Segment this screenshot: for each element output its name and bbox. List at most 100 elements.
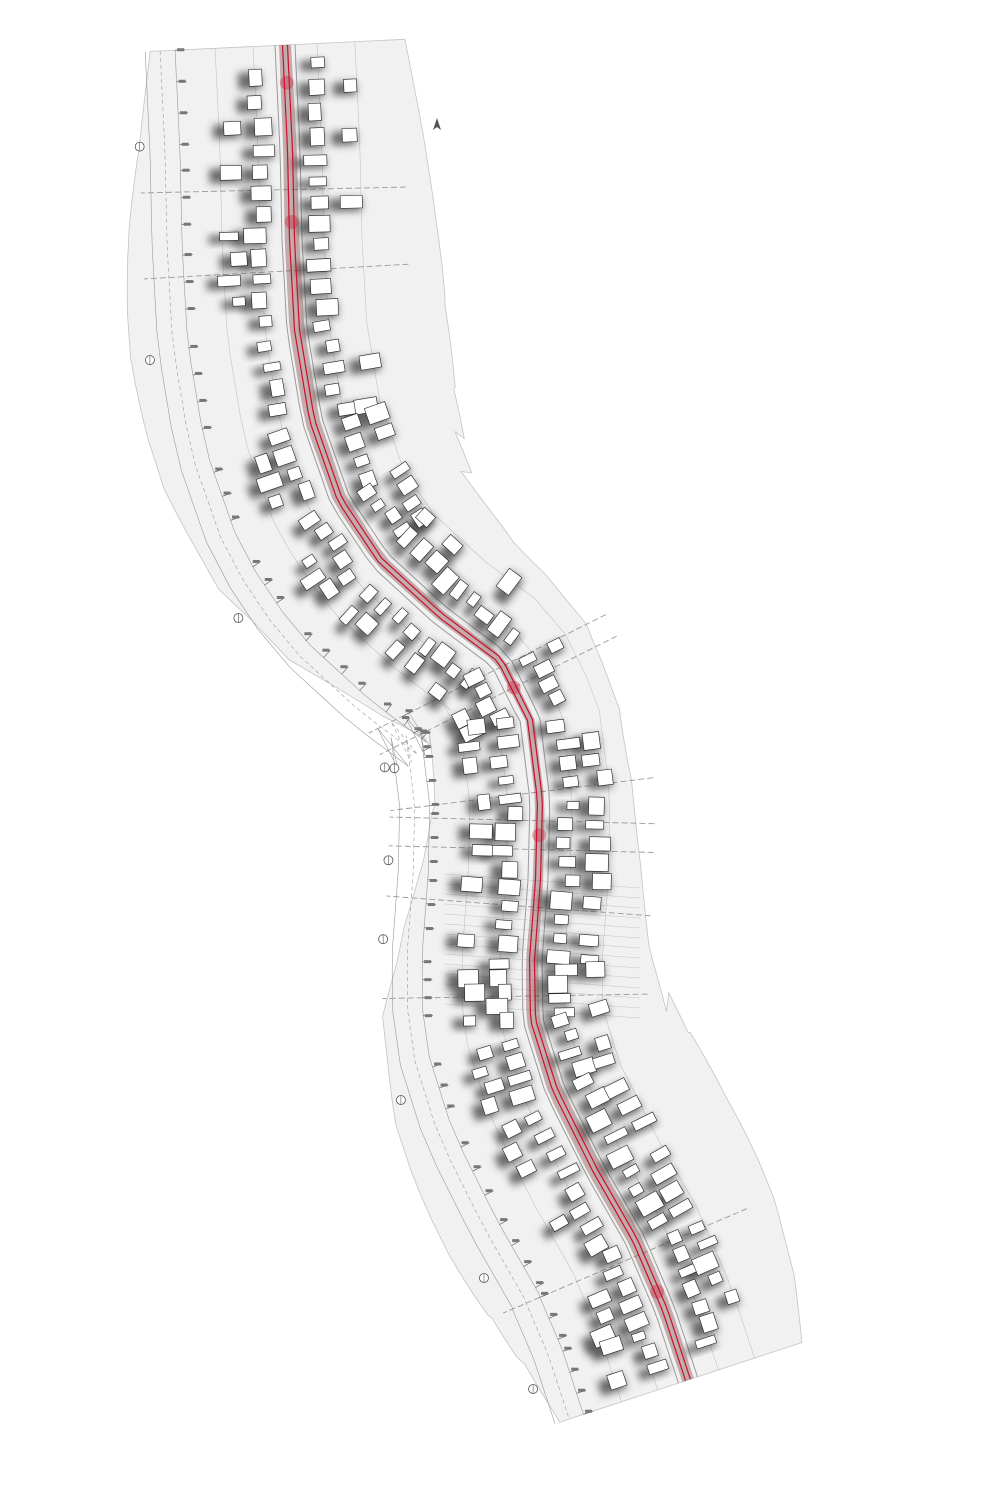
station-label-mark bbox=[215, 467, 223, 471]
cross-street-line bbox=[389, 816, 655, 825]
station-label-mark bbox=[384, 702, 391, 706]
station-label-mark bbox=[181, 142, 189, 146]
building-footprint bbox=[601, 1244, 623, 1265]
building-footprint bbox=[515, 1158, 538, 1179]
station-label-mark bbox=[203, 425, 211, 429]
building-footprint bbox=[616, 1276, 638, 1298]
building-footprint bbox=[308, 214, 331, 233]
building-footprint bbox=[594, 1034, 612, 1053]
building-footprint bbox=[650, 1162, 678, 1186]
building-footprint bbox=[489, 754, 509, 770]
station-label-mark bbox=[422, 730, 430, 734]
station-label-mark bbox=[424, 996, 432, 1000]
station-label-mark bbox=[584, 1409, 592, 1413]
station-label-mark bbox=[424, 978, 432, 982]
building-footprint bbox=[584, 853, 609, 872]
building-footprint bbox=[313, 521, 334, 541]
building-footprint bbox=[578, 933, 600, 948]
building-footprint bbox=[503, 627, 521, 647]
building-footprint bbox=[602, 1264, 624, 1282]
building-footprint bbox=[219, 231, 239, 241]
building-footprint bbox=[323, 382, 341, 397]
building-footprint bbox=[499, 1011, 515, 1029]
building-footprint bbox=[564, 874, 581, 888]
plot-line bbox=[354, 41, 755, 1359]
building-footprint bbox=[489, 845, 513, 857]
station-label-mark bbox=[430, 860, 438, 864]
building-footprint bbox=[373, 422, 396, 441]
building-footprint bbox=[457, 740, 481, 753]
building-footprint bbox=[546, 949, 571, 965]
building-footprint bbox=[532, 658, 556, 680]
station-label-mark bbox=[232, 515, 240, 519]
station-label-mark bbox=[427, 903, 435, 907]
station-label-mark bbox=[183, 222, 191, 226]
building-footprint bbox=[480, 1095, 500, 1116]
building-footprint bbox=[547, 688, 567, 707]
building-footprint bbox=[495, 919, 513, 931]
building-footprint bbox=[460, 875, 484, 893]
station-label-mark bbox=[358, 681, 366, 685]
building-footprint bbox=[417, 636, 437, 658]
building-footprint bbox=[546, 637, 565, 655]
building-footprint bbox=[603, 1077, 630, 1100]
station-label-mark bbox=[423, 745, 431, 749]
building-footprint bbox=[427, 681, 448, 702]
parcel-line bbox=[444, 943, 641, 959]
building-footprint bbox=[306, 258, 332, 273]
building-footprint bbox=[691, 1298, 711, 1317]
building-footprint bbox=[250, 185, 272, 202]
parcel-line bbox=[444, 923, 641, 939]
station-label-mark bbox=[252, 559, 260, 563]
building-footprint bbox=[338, 604, 360, 626]
building-footprint bbox=[252, 144, 275, 158]
station-label-mark bbox=[578, 1388, 586, 1392]
route-line-right bbox=[281, 45, 687, 1381]
building-footprint bbox=[640, 1342, 659, 1360]
building-footprint bbox=[255, 471, 284, 494]
survey-rail bbox=[144, 51, 556, 1424]
street-edge-right bbox=[274, 45, 679, 1384]
building-footprint bbox=[272, 444, 297, 468]
building-footprint bbox=[336, 567, 357, 587]
building-footprint bbox=[322, 359, 346, 376]
building-footprint bbox=[555, 736, 581, 751]
building-footprint bbox=[286, 465, 303, 482]
cross-street-line bbox=[386, 895, 651, 917]
survey-rail bbox=[159, 50, 570, 1420]
station-label-mark bbox=[536, 1281, 544, 1285]
building-footprint bbox=[558, 856, 577, 868]
parcel-line bbox=[444, 913, 641, 929]
station-label-mark bbox=[223, 491, 231, 495]
building-footprint bbox=[217, 274, 242, 288]
building-footprint bbox=[545, 1145, 567, 1163]
building-footprint bbox=[344, 431, 366, 453]
building-footprint bbox=[309, 278, 332, 295]
station-label-mark bbox=[178, 79, 186, 83]
building-footprint bbox=[496, 734, 521, 750]
building-footprint bbox=[396, 474, 420, 497]
building-footprint bbox=[441, 533, 464, 556]
parcel-line bbox=[444, 963, 641, 979]
cross-street-line bbox=[140, 186, 406, 194]
station-label-mark bbox=[177, 48, 185, 52]
building-footprint bbox=[255, 206, 272, 223]
building-footprint bbox=[456, 933, 476, 949]
building-footprint bbox=[451, 708, 473, 730]
building-footprint bbox=[588, 836, 612, 852]
building-footprint bbox=[327, 533, 348, 552]
building-footprint bbox=[297, 479, 316, 502]
building-footprint bbox=[267, 427, 292, 447]
building-footprint bbox=[402, 622, 422, 642]
building-footprint bbox=[308, 176, 327, 187]
building-footprint bbox=[354, 611, 380, 637]
building-footprint bbox=[707, 1270, 724, 1287]
building-footprint bbox=[462, 666, 486, 688]
building-footprint bbox=[370, 497, 386, 513]
building-footprint bbox=[252, 164, 268, 180]
building-footprint bbox=[301, 553, 318, 570]
station-label-mark bbox=[186, 280, 194, 284]
station-label-mark bbox=[431, 836, 439, 840]
station-label-mark bbox=[473, 1165, 481, 1169]
station-label-mark bbox=[425, 754, 433, 758]
